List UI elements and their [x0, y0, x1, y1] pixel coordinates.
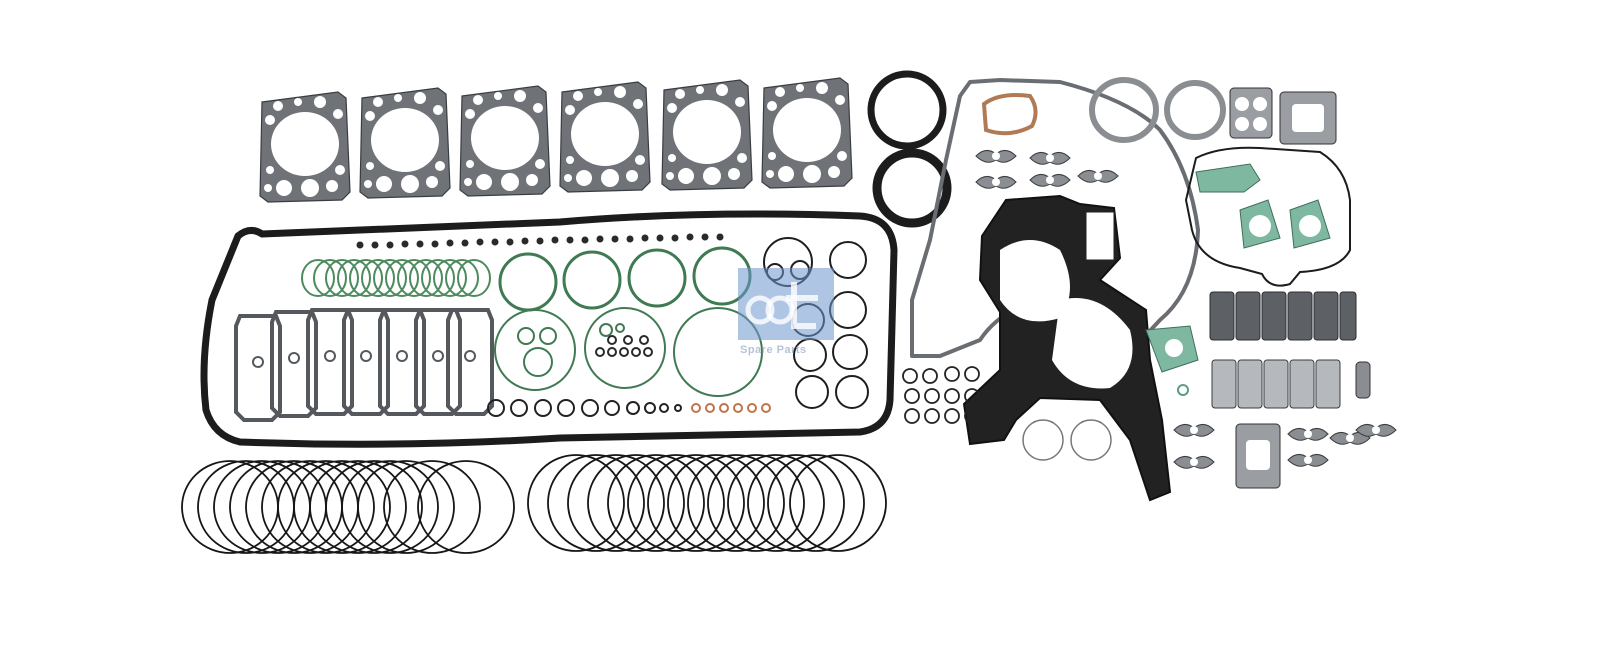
- flywheel-housing-gasket: [962, 194, 1172, 502]
- exhaust-gaskets: [1211, 359, 1341, 409]
- copper-washers: [691, 403, 771, 413]
- manifold-gaskets: [1209, 291, 1357, 341]
- oil-pan-gasket: [200, 210, 898, 448]
- watermark-text: Spare Parts: [740, 344, 807, 356]
- small-flange-gaskets-top: [1229, 87, 1337, 145]
- small-orings-grid: [902, 366, 980, 424]
- oring-cluster-middle: [494, 307, 763, 397]
- green-oring-stack: [301, 259, 491, 297]
- dt-logo-icon: [738, 268, 834, 340]
- watermark-logo: Spare Parts: [738, 268, 834, 364]
- sealing-sleeves: [1089, 77, 1226, 143]
- mint-flange-gasket: [1145, 325, 1199, 396]
- cover-outline-gasket: [1184, 146, 1351, 287]
- small-seals-row: [487, 399, 682, 417]
- small-gaskets-bottom-right: [1173, 361, 1397, 489]
- thin-seal-rings: [1022, 419, 1112, 461]
- valve-cover-gaskets: [234, 308, 494, 422]
- small-orings-middle: [595, 335, 653, 357]
- shaft-seals: [867, 70, 952, 228]
- piston-rings-left: [181, 460, 515, 554]
- small-orings-row: [356, 233, 724, 249]
- large-green-orings: [498, 246, 752, 312]
- piston-rings-right: [527, 454, 887, 552]
- cylinder-head-gaskets: [259, 77, 853, 203]
